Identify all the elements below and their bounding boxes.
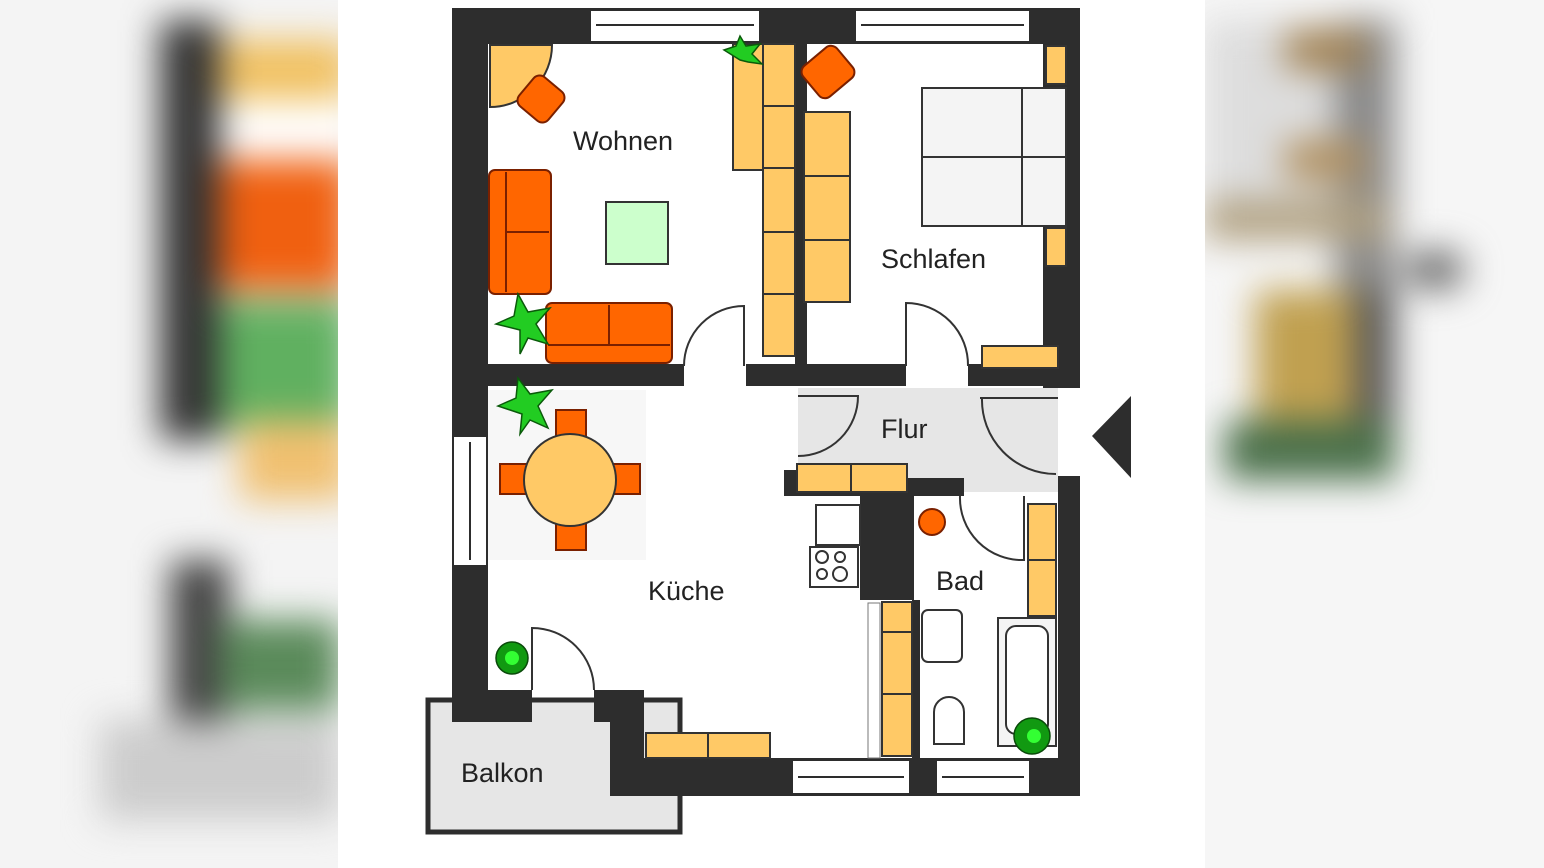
toilet-icon	[933, 696, 965, 745]
blurred-left-preview	[0, 0, 338, 868]
entrance-arrow-icon	[1092, 396, 1131, 478]
room-label-balkon: Balkon	[461, 758, 544, 788]
floor-plan: Wohnen Schlafen Flur Küche Bad Balkon	[338, 0, 1205, 868]
bed-icon	[921, 87, 1067, 227]
table-icon	[523, 433, 617, 527]
sofa-icon	[488, 169, 673, 364]
plant-icon	[493, 34, 765, 437]
door-icon	[531, 301, 1058, 691]
sink-icon	[921, 609, 963, 663]
room-label-flur: Flur	[881, 414, 928, 444]
room-label-wohnen: Wohnen	[573, 126, 674, 156]
blurred-right-preview	[1205, 0, 1544, 868]
chair-icon	[516, 74, 566, 124]
room-label-schlafen: Schlafen	[881, 244, 987, 274]
bathtub-icon	[1005, 625, 1049, 735]
stool	[918, 508, 946, 536]
rug	[605, 201, 669, 265]
floor-plan-drawing	[425, 8, 1131, 835]
chair-icon	[800, 44, 856, 100]
stove-icon	[809, 546, 859, 588]
room-label-kueche: Küche	[648, 576, 725, 606]
windows	[452, 9, 1031, 795]
cabinets	[645, 43, 1067, 759]
room-label-bad: Bad	[936, 566, 985, 596]
